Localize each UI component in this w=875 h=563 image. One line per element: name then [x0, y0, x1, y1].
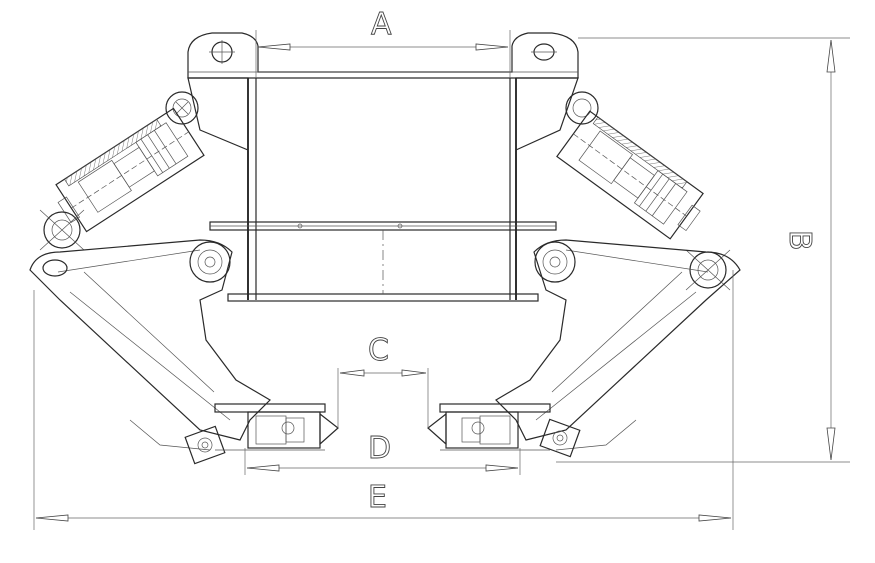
dimension-label-d: D	[368, 431, 391, 466]
top-mounting-plate	[187, 32, 579, 79]
dimension-d	[244, 448, 521, 475]
dimension-label-b: B	[782, 230, 817, 251]
right-hydraulic-cylinder	[515, 77, 731, 291]
central-frame	[209, 78, 557, 302]
dimension-c	[337, 368, 429, 428]
dimension-label-a: A	[371, 7, 392, 42]
dimension-a	[255, 30, 511, 78]
left-jaw-assembly	[214, 403, 339, 451]
right-gripper-arm	[495, 239, 741, 458]
dimension-label-e: E	[368, 480, 387, 515]
left-hydraulic-cylinder	[39, 77, 249, 251]
right-jaw-assembly	[427, 403, 551, 451]
dimension-e	[33, 270, 734, 530]
dimension-label-c: C	[368, 333, 389, 368]
dimension-b	[556, 37, 850, 463]
left-gripper-arm	[29, 239, 271, 465]
